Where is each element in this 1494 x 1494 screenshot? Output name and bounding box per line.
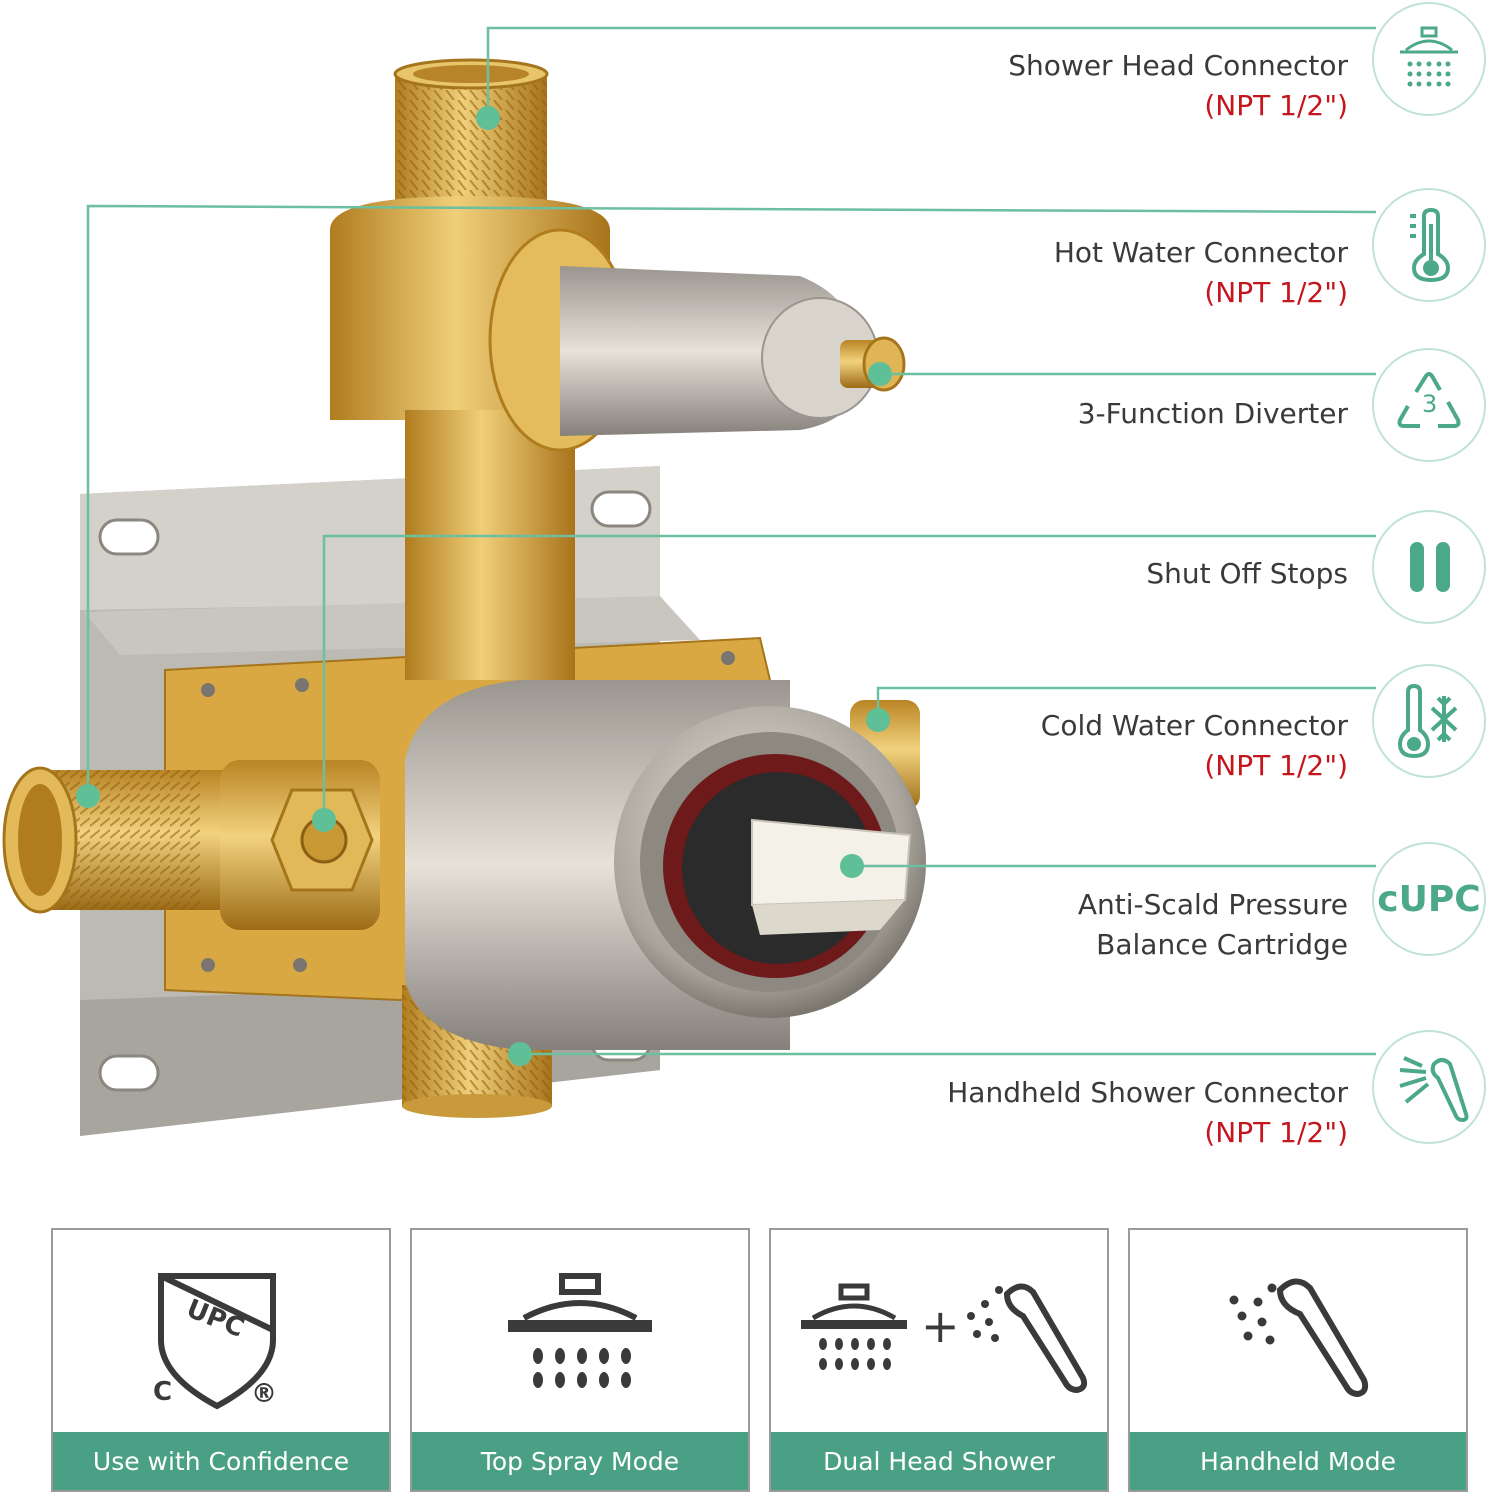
hot-water-badge [1372, 188, 1486, 302]
diverter-stem [560, 266, 906, 436]
callout-label: Shower Head Connector [1008, 49, 1348, 82]
svg-text:3: 3 [1422, 390, 1437, 418]
shower-head-icon [1400, 26, 1458, 87]
feature-caption: Use with Confidence [53, 1432, 389, 1490]
callout-diverter: 3-Function Diverter [1078, 394, 1348, 434]
callout-spec: (NPT 1/2") [1204, 276, 1348, 309]
rain-shower-icon [508, 1273, 652, 1388]
callout-spec: (NPT 1/2") [1204, 1116, 1348, 1149]
cupc-icon: cUPC [1377, 878, 1481, 920]
feature-card-handheld: Handheld Mode [1128, 1228, 1468, 1492]
cold-water-badge [1372, 664, 1486, 778]
hot-water-inlet [2, 760, 380, 930]
pause-icon [1410, 542, 1450, 592]
callout-label: Cold Water Connector [1040, 709, 1348, 742]
cupc-badge: cUPC [1372, 842, 1486, 956]
callout-shower-head: Shower Head Connector (NPT 1/2") [1008, 46, 1348, 126]
feature-card-top-spray: Top Spray Mode [410, 1228, 750, 1492]
upc-shield-icon: UPC C ® [153, 1273, 277, 1410]
handheld-spray-icon [1229, 1278, 1369, 1398]
shut-off-badge [1372, 510, 1486, 624]
callout-label: Anti-Scald Pressure [1077, 888, 1348, 921]
callout-handheld: Handheld Shower Connector (NPT 1/2") [947, 1073, 1348, 1153]
feature-card-dual: + Dual Head Shower [769, 1228, 1109, 1492]
callout-label: Hot Water Connector [1053, 236, 1348, 269]
recycle-3-icon: 3 [1397, 372, 1461, 428]
svg-text:®: ® [251, 1379, 277, 1409]
callout-hot-water: Hot Water Connector (NPT 1/2") [1054, 233, 1348, 313]
callout-label-line2: Balance Cartridge [1096, 928, 1348, 961]
callout-spec: (NPT 1/2") [1204, 89, 1348, 122]
leader-dots [76, 106, 892, 1066]
leader-lines [86, 26, 1377, 1056]
feature-caption: Handheld Mode [1130, 1432, 1466, 1490]
svg-text:C: C [153, 1377, 172, 1407]
shower-head-badge [1372, 2, 1486, 116]
feature-card-confidence: UPC C ® Use with Confidence [51, 1228, 391, 1492]
callout-label: 3-Function Diverter [1077, 397, 1348, 430]
thermometer-icon [1410, 207, 1451, 283]
callout-label: Handheld Shower Connector [947, 1076, 1348, 1109]
cartridge-housing [405, 680, 926, 1050]
callout-shut-off: Shut Off Stops [1146, 554, 1348, 594]
dual-shower-icon: + [801, 1283, 1088, 1394]
feature-caption: Top Spray Mode [412, 1432, 748, 1490]
diverter-badge: 3 [1372, 348, 1486, 462]
feature-caption: Dual Head Shower [771, 1432, 1107, 1490]
handheld-badge [1372, 1030, 1486, 1144]
thermometer-snowflake-icon [1397, 683, 1458, 759]
svg-text:+: + [921, 1299, 960, 1353]
callout-spec: (NPT 1/2") [1204, 749, 1348, 782]
callout-label: Shut Off Stops [1146, 557, 1348, 590]
handheld-shower-icon [1399, 1056, 1469, 1123]
callout-cartridge: Anti-Scald Pressure Balance Cartridge [1078, 885, 1348, 965]
callout-cold-water: Cold Water Connector (NPT 1/2") [1041, 706, 1348, 786]
